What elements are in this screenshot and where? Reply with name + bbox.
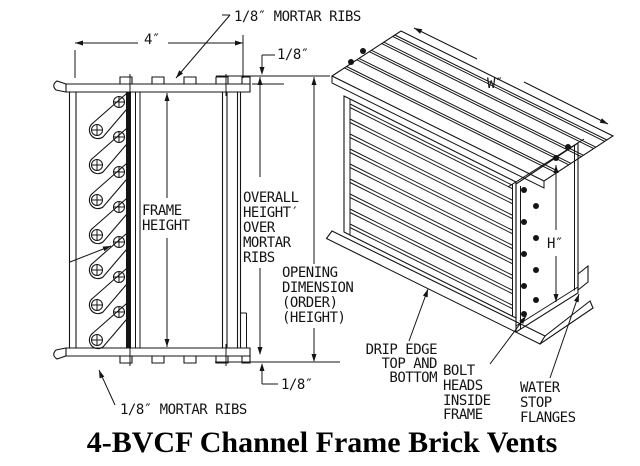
- overall-height-text: HEIGHT′: [243, 205, 299, 221]
- overall-height-text: RIBS: [243, 250, 275, 266]
- louver-blade: [88, 128, 127, 175]
- louver-blade: [88, 268, 127, 315]
- opening-dim-text: (HEIGHT): [282, 310, 345, 326]
- drip-edge-hook-bottom: [53, 347, 67, 360]
- section-view: 4″ 1/8″ MORTAR RIBS 1/8″ FRAME HEIGHT: [53, 9, 361, 418]
- louver-blade: [88, 303, 127, 350]
- bolt-heads-text: BOLT: [443, 363, 476, 379]
- width-dimension: 4″: [74, 32, 244, 78]
- frame-left-wall: [68, 91, 77, 349]
- opening-dimension: OPENING DIMENSION (ORDER) (HEIGHT): [282, 77, 354, 362]
- rib-height-top-dimension: 1/8″: [259, 47, 309, 75]
- drip-edge-text: DRIP EDGE: [366, 342, 437, 358]
- mortar-ribs-bottom-text: 1/8″ MORTAR RIBS: [120, 402, 247, 418]
- iso-width-text: W″: [487, 76, 503, 92]
- louver-blade: [88, 198, 127, 245]
- rib-height-top-text: 1/8″: [277, 47, 309, 63]
- louver-blade: [88, 163, 127, 210]
- mortar-ribs-bottom: [119, 355, 251, 364]
- louver-blade: [88, 233, 127, 280]
- mortar-ribs-top-text: 1/8″ MORTAR RIBS: [234, 9, 361, 25]
- overall-height-dimension: OVERALL HEIGHT′ OVER MORTAR RIBS: [243, 77, 299, 355]
- iso-bottom-drip-edge: [325, 230, 594, 345]
- iso-height-text: H″: [547, 236, 563, 252]
- overall-height-text: MORTAR: [243, 235, 292, 251]
- bolt-heads-text: HEADS: [443, 378, 483, 394]
- opening-dim-text: (ORDER): [282, 295, 338, 311]
- mortar-ribs-top: [119, 76, 251, 85]
- louver-pointer-leader: [69, 245, 112, 263]
- iso-top-cap: [330, 30, 615, 189]
- opening-dim-text: DIMENSION: [282, 280, 353, 296]
- mortar-ribs-bottom-callout: 1/8″ MORTAR RIBS: [98, 369, 247, 418]
- iso-louver-face: [343, 95, 517, 319]
- water-stop-flange: [577, 264, 589, 292]
- reference-lines: [215, 75, 340, 363]
- top-frame-cap: [53, 74, 251, 96]
- frame-height-text: HEIGHT: [142, 218, 191, 234]
- opening-dim-text: OPENING: [282, 265, 338, 281]
- rib-height-bottom-text: 1/8″: [281, 377, 313, 393]
- iso-side-face: [515, 141, 589, 333]
- frame-height-dimension: FRAME HEIGHT: [142, 93, 191, 347]
- water-stop-flange-profile: [240, 312, 247, 348]
- iso-height-dimension: H″: [547, 165, 563, 302]
- rib-height-bottom-dimension: 1/8″: [259, 363, 313, 393]
- bolt-heads: [521, 187, 539, 317]
- iso-width-dimension: W″: [413, 27, 609, 125]
- louver-blades: [88, 93, 127, 350]
- isometric-view: W″ H″ DRIP EDGE TOP AND BOTTOM BOLT HEAD…: [325, 27, 615, 426]
- drip-edge-hook-top: [53, 80, 67, 93]
- overall-height-text: OVERALL: [243, 190, 299, 206]
- bolt-heads-callout: BOLT HEADS INSIDE FRAME: [443, 315, 527, 423]
- bolt-heads-text: FRAME: [443, 407, 483, 423]
- frame-right-wall: [221, 91, 242, 349]
- bolt-heads-text: INSIDE: [443, 393, 491, 409]
- water-stop-text: STOP: [520, 395, 552, 411]
- louver-slats: [349, 103, 513, 309]
- drip-edge-callout: DRIP EDGE TOP AND BOTTOM: [366, 288, 438, 386]
- drawing-title: 4-BVCF Channel Frame Brick Vents: [87, 426, 558, 459]
- water-stop-callout: WATER STOP FLANGES: [520, 293, 580, 426]
- frame-height-text: FRAME: [142, 203, 182, 219]
- drip-edge-text: TOP AND: [381, 356, 437, 372]
- inner-face-sheet: [126, 92, 131, 348]
- overall-height-text: OVER: [243, 220, 276, 236]
- water-stop-text: WATER: [520, 380, 561, 396]
- bottom-frame-cap: [53, 344, 251, 366]
- drip-edge-text: BOTTOM: [389, 370, 437, 386]
- width-dim-text: 4″: [144, 32, 160, 48]
- top-cap-ribs: [344, 34, 608, 174]
- mortar-ribs-top-callout: 1/8″ MORTAR RIBS: [175, 9, 361, 79]
- water-stop-text: FLANGES: [520, 410, 576, 426]
- louver-blade: [88, 93, 127, 140]
